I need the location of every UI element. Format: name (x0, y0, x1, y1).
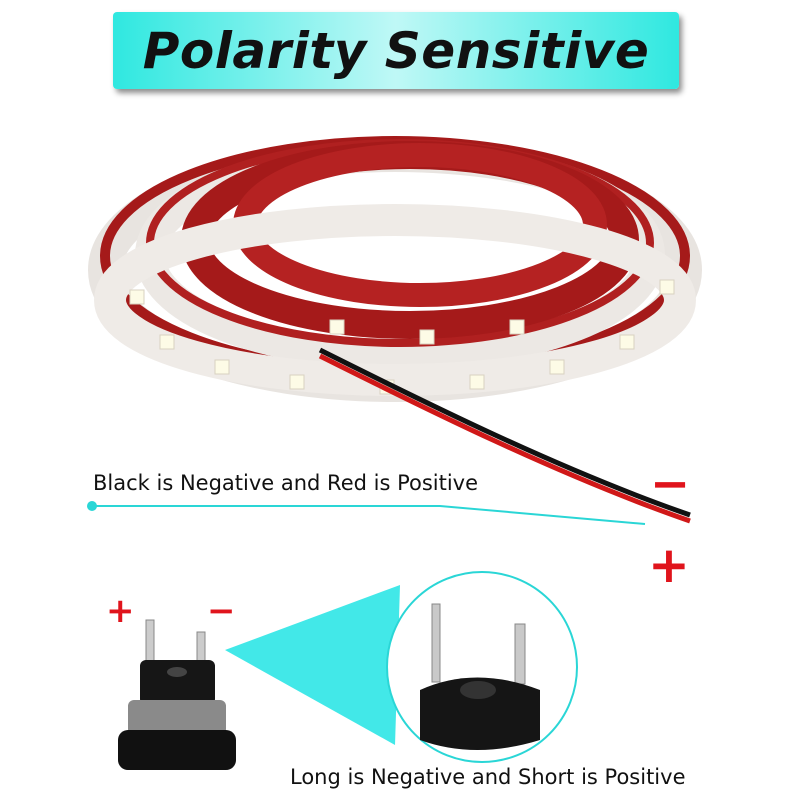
strip-caption: Black is Negative and Red is Positive (93, 471, 479, 495)
jack-closeup (420, 603, 540, 750)
power-wire (318, 347, 691, 518)
title-banner: Polarity Sensitive (113, 12, 679, 89)
dc-jack (118, 619, 236, 770)
zoom-beam (225, 585, 400, 745)
jack-negative-sign: − (207, 591, 236, 631)
title: Polarity Sensitive (142, 21, 650, 80)
wire-negative-sign: − (650, 456, 691, 512)
jack-caption: Long is Negative and Short is Positive (290, 765, 686, 789)
wire-positive-sign: + (648, 536, 690, 594)
jack-positive-sign: + (106, 591, 135, 631)
led-strip-coil (88, 136, 702, 402)
pointer-line (92, 505, 646, 525)
